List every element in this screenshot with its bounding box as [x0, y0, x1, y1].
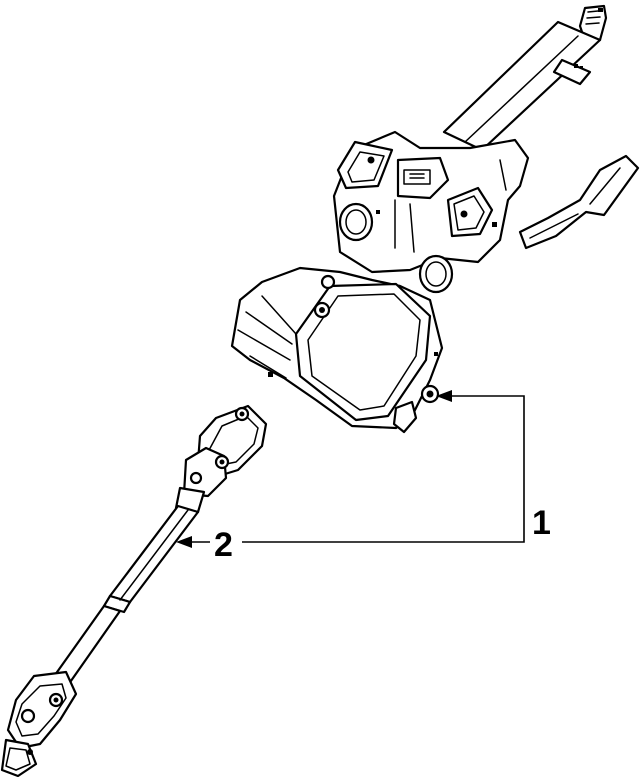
callout-2-label: 2: [214, 526, 233, 564]
callout-1: 1: [242, 390, 551, 543]
column-housing-lower: [230, 266, 444, 434]
callout-1-leader: [242, 395, 525, 543]
upper-universal-joint: [174, 404, 268, 514]
callout-1-label: 1: [532, 504, 551, 542]
intermediate-shaft: [0, 404, 268, 777]
tilt-lever: [518, 154, 640, 250]
callout-2: 2: [176, 526, 233, 564]
column-tube: [442, 20, 602, 152]
shaft-tube: [48, 504, 200, 690]
callout-1-arrowhead: [436, 390, 452, 402]
callout-2-arrowhead: [176, 536, 192, 548]
steering-column-assembly: [230, 4, 640, 434]
lower-universal-joint: [0, 670, 78, 777]
column-housing-upper: [332, 130, 530, 294]
